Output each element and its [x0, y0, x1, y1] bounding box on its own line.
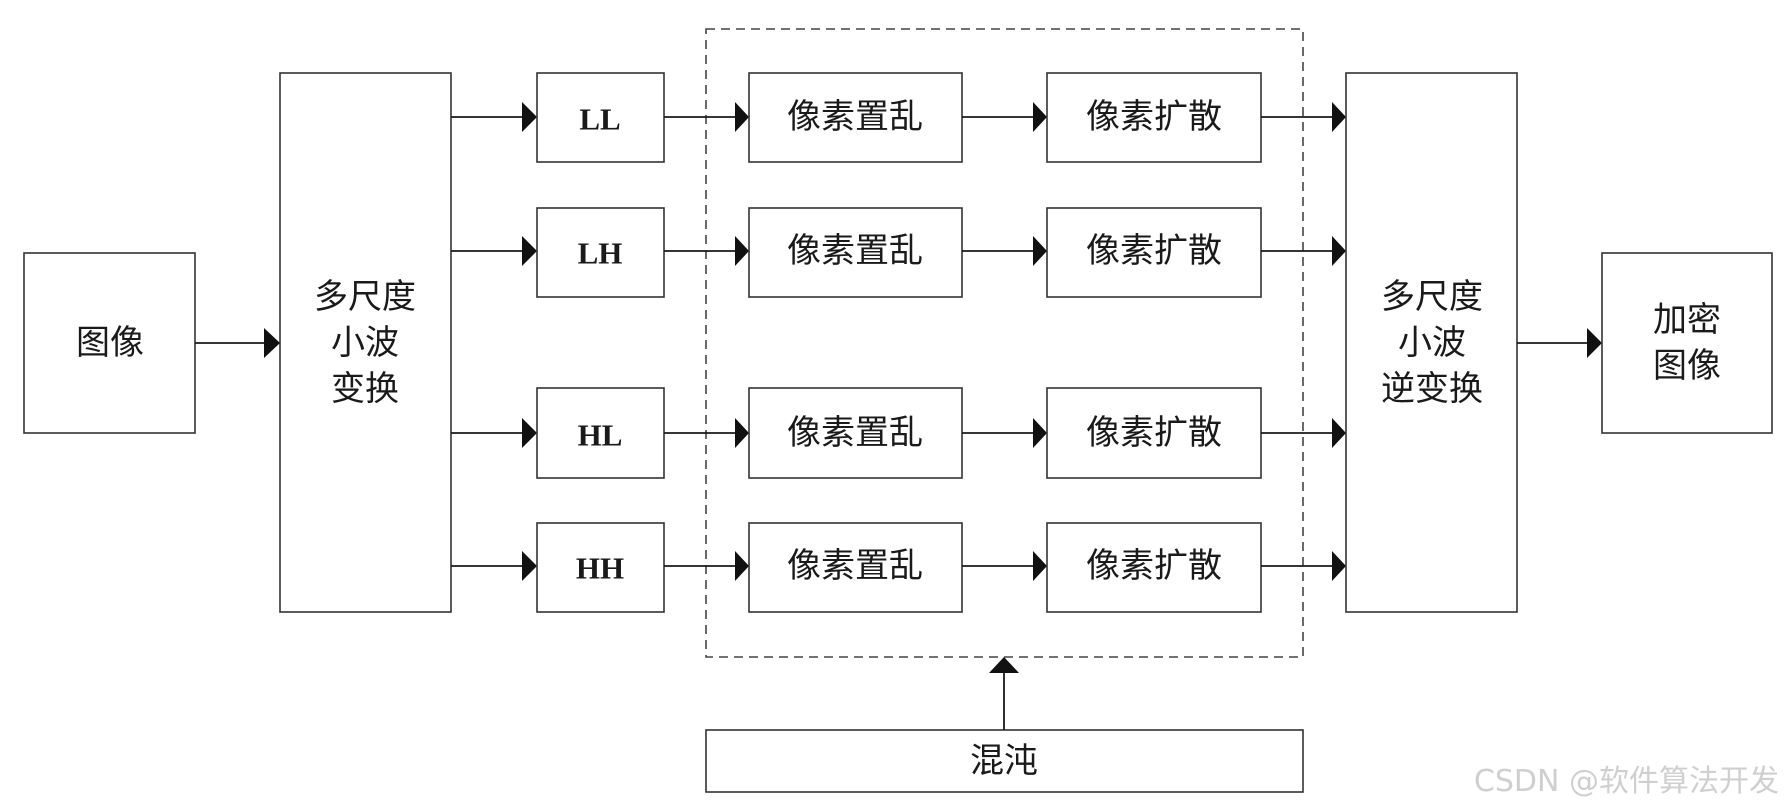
scramble-box-lh: [748, 207, 963, 298]
idwt-label-line-2: 小波: [1398, 323, 1466, 363]
encrypted-image-label-line-2: 图像: [1653, 346, 1721, 386]
arrow-hl-scramble: [735, 418, 749, 448]
band-row-hh: HH 像素置乱 像素扩散: [451, 522, 1346, 613]
dwt-label-line-2: 小波: [331, 323, 399, 363]
diffuse-label-ll: 像素扩散: [1086, 97, 1222, 137]
chaos-node: 混沌: [705, 729, 1304, 793]
input-image-label: 图像: [76, 323, 144, 363]
band-hh-box: [536, 522, 665, 613]
dwt-label-line-3: 变换: [331, 369, 399, 409]
scramble-label-lh: 像素置乱: [787, 231, 923, 271]
band-hl-label: HL: [578, 418, 623, 453]
input-image-node: 图像: [23, 252, 196, 434]
diffuse-label-hh: 像素扩散: [1086, 546, 1222, 586]
arrow-diffuse-idwt-ll: [1332, 102, 1346, 132]
band-row-lh: LH 像素置乱 像素扩散: [451, 207, 1346, 298]
scramble-box-ll: [748, 72, 963, 163]
arrow-scramble-diffuse-hh: [1033, 551, 1047, 581]
idwt-node: 多尺度 小波 逆变换: [1345, 72, 1518, 613]
band-lh-box: [536, 207, 665, 298]
band-ll-label: LL: [579, 102, 620, 137]
arrow-input-dwt: [264, 328, 280, 358]
arrow-chaos-region: [989, 657, 1019, 673]
idwt-label-line-3: 逆变换: [1381, 369, 1483, 409]
arrow-scramble-diffuse-hl: [1033, 418, 1047, 448]
arrow-lh-scramble: [735, 236, 749, 266]
dwt-node: 多尺度 小波 变换: [279, 72, 452, 613]
scramble-label-ll: 像素置乱: [787, 97, 923, 137]
scramble-label-hh: 像素置乱: [787, 546, 923, 586]
diffuse-label-lh: 像素扩散: [1086, 231, 1222, 271]
band-hl-box: [536, 387, 665, 479]
arrow-hh-scramble: [735, 551, 749, 581]
csdn-watermark: CSDN @软件算法开发: [1474, 764, 1779, 799]
chaos-label: 混沌: [970, 741, 1038, 781]
arrow-diffuse-idwt-hl: [1332, 418, 1346, 448]
arrow-dwt-hh: [522, 551, 537, 581]
arrow-scramble-diffuse-ll: [1033, 102, 1047, 132]
diffuse-box-hl: [1046, 387, 1262, 479]
arrow-diffuse-idwt-lh: [1332, 236, 1346, 266]
arrow-dwt-hl: [522, 418, 537, 448]
idwt-label-line-1: 多尺度: [1381, 277, 1483, 317]
arrow-dwt-ll: [522, 102, 537, 132]
arrow-dwt-lh: [522, 236, 537, 266]
band-row-hl: HL 像素置乱 像素扩散: [451, 387, 1346, 479]
arrow-idwt-output: [1587, 328, 1602, 358]
encrypted-image-node: 加密 图像: [1601, 252, 1773, 434]
chaos-processing-region: [705, 28, 1304, 658]
arrow-diffuse-idwt-hh: [1332, 551, 1346, 581]
arrow-scramble-diffuse-lh: [1033, 236, 1047, 266]
diffuse-box-hh: [1046, 522, 1262, 613]
band-row-ll: LL 像素置乱 像素扩散: [451, 72, 1346, 163]
encrypted-image-label-line-1: 加密: [1653, 300, 1721, 340]
scramble-box-hh: [748, 522, 963, 613]
diffuse-label-hl: 像素扩散: [1086, 413, 1222, 453]
scramble-label-hl: 像素置乱: [787, 413, 923, 453]
arrow-ll-scramble: [735, 102, 749, 132]
dwt-label-line-1: 多尺度: [314, 277, 416, 317]
diffuse-box-lh: [1046, 207, 1262, 298]
band-hh-label: HH: [576, 551, 624, 586]
scramble-box-hl: [748, 387, 963, 479]
band-lh-label: LH: [578, 236, 623, 271]
